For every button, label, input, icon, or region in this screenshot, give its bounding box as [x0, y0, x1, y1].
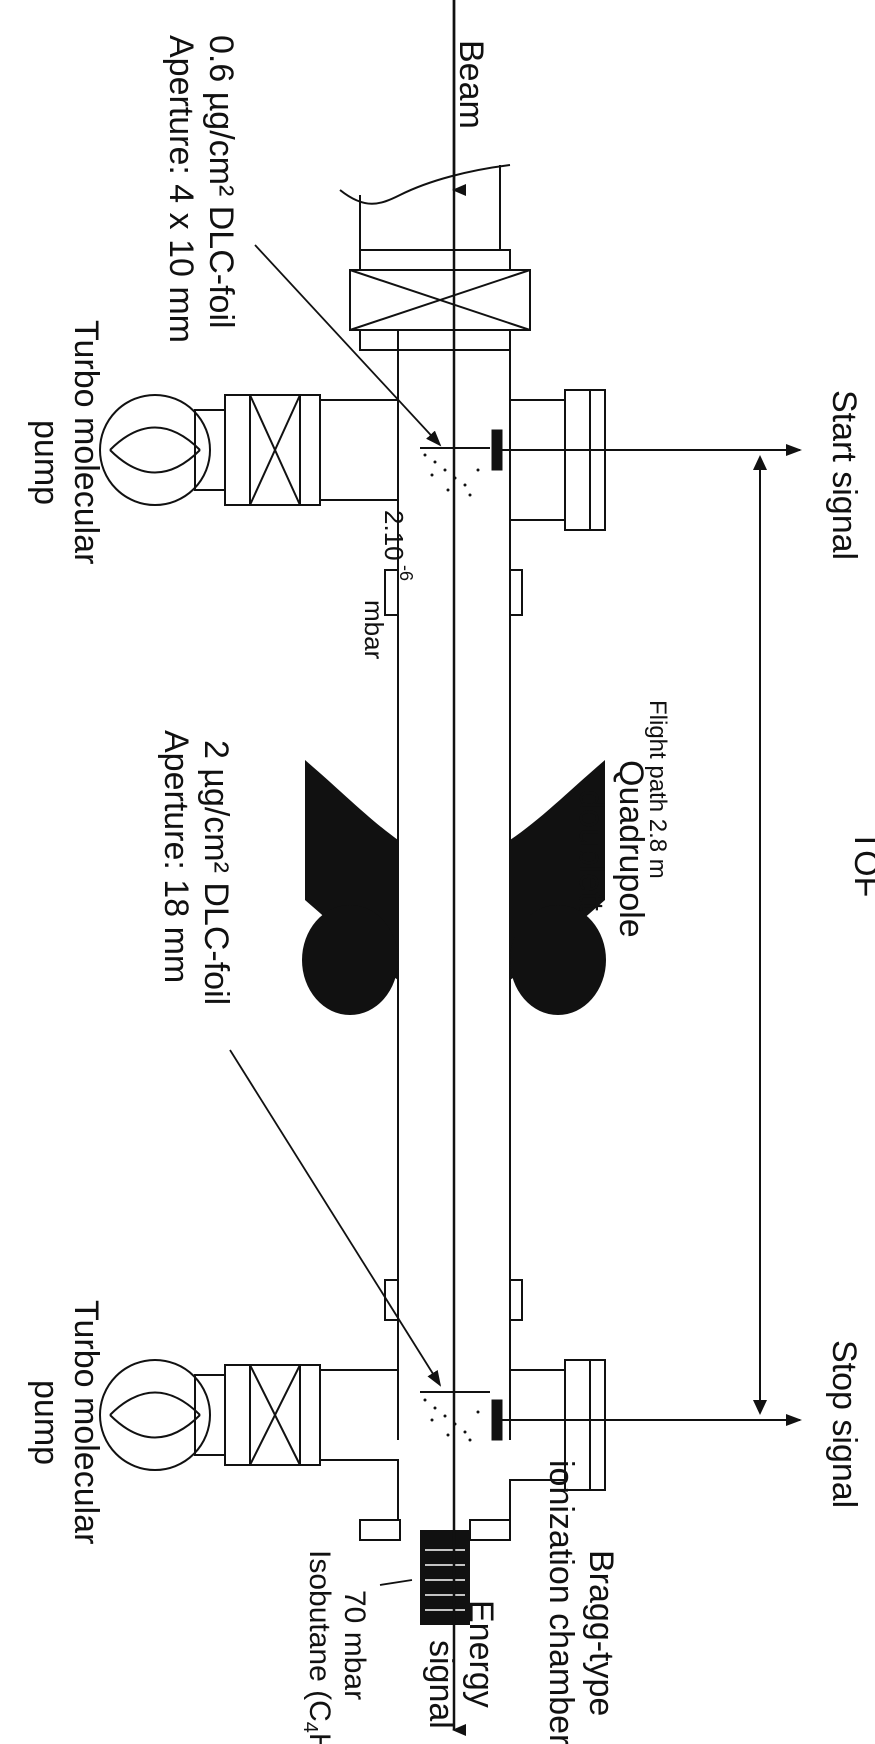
bragg-ionization-chamber: [420, 1530, 470, 1625]
turbo2-label-line2: pump: [27, 1380, 65, 1465]
pressure-exponent: -6: [396, 565, 416, 581]
stop-foil-electrons: [423, 1398, 480, 1442]
foil2-leader: [229, 1049, 442, 1387]
gas-leader: [379, 1579, 413, 1586]
start-cross-chamber: [319, 350, 566, 560]
stop-detector: [491, 1399, 503, 1441]
foil1-label-line1: 0.6 µg/cm² DLC-foil: [202, 35, 240, 329]
stop-pump-flange: [299, 1364, 321, 1466]
bragg-label-line2: ionization chamber: [542, 1460, 580, 1744]
start-top-flange: [564, 389, 591, 531]
start-pump-flange: [299, 394, 321, 506]
bragg-label-line1: Bragg-type: [582, 1550, 620, 1716]
quad-label-line2: doublett: [572, 790, 610, 912]
gas-name-label: Isobutane (C4H10): [299, 1550, 336, 1744]
exit-flange-left: [359, 1519, 401, 1541]
entrance-cable: [339, 164, 511, 205]
turbo2-label-line1: Turbo molecular: [67, 1300, 105, 1544]
entrance-valve-flange-top: [359, 249, 511, 271]
quad-label-line1: Quadrupole: [612, 760, 650, 938]
foil2-label-line1: 2 µg/cm² DLC-foil: [197, 740, 235, 1005]
gas-pressure-label: 70 mbar: [338, 1590, 371, 1700]
start-signal-label: Start signal: [825, 390, 863, 560]
tof-label: TOF: [847, 830, 875, 897]
energy-label-line1: Energy: [462, 1600, 500, 1708]
entrance-valve-flange-bottom: [359, 329, 511, 351]
energy-label-line2: signal: [422, 1640, 460, 1729]
start-foil-electrons: [423, 453, 480, 497]
foil2-label-line2: Aperture: 18 mm: [157, 730, 195, 983]
foil1-leader: [254, 244, 442, 447]
quadrupole-doublet: [302, 760, 606, 1015]
pressure-value: 2.10: [379, 510, 409, 561]
flight-path-label: Flight path 2.8 m: [644, 700, 671, 879]
pressure-unit: mbar: [359, 600, 389, 660]
stop-signal-label: Stop signal: [825, 1340, 863, 1508]
beam-label: Beam: [452, 40, 490, 129]
turbo1-label-line1: Turbo molecular: [67, 320, 105, 564]
stop-turbo-pump-icon: [99, 1359, 211, 1471]
start-turbo-pump-icon: [99, 394, 211, 506]
exit-flange-right: [469, 1519, 511, 1541]
turbo1-label-line2: pump: [27, 420, 65, 505]
foil1-label-line2: Aperture: 4 x 10 mm: [162, 35, 200, 343]
start-detector: [491, 429, 503, 471]
